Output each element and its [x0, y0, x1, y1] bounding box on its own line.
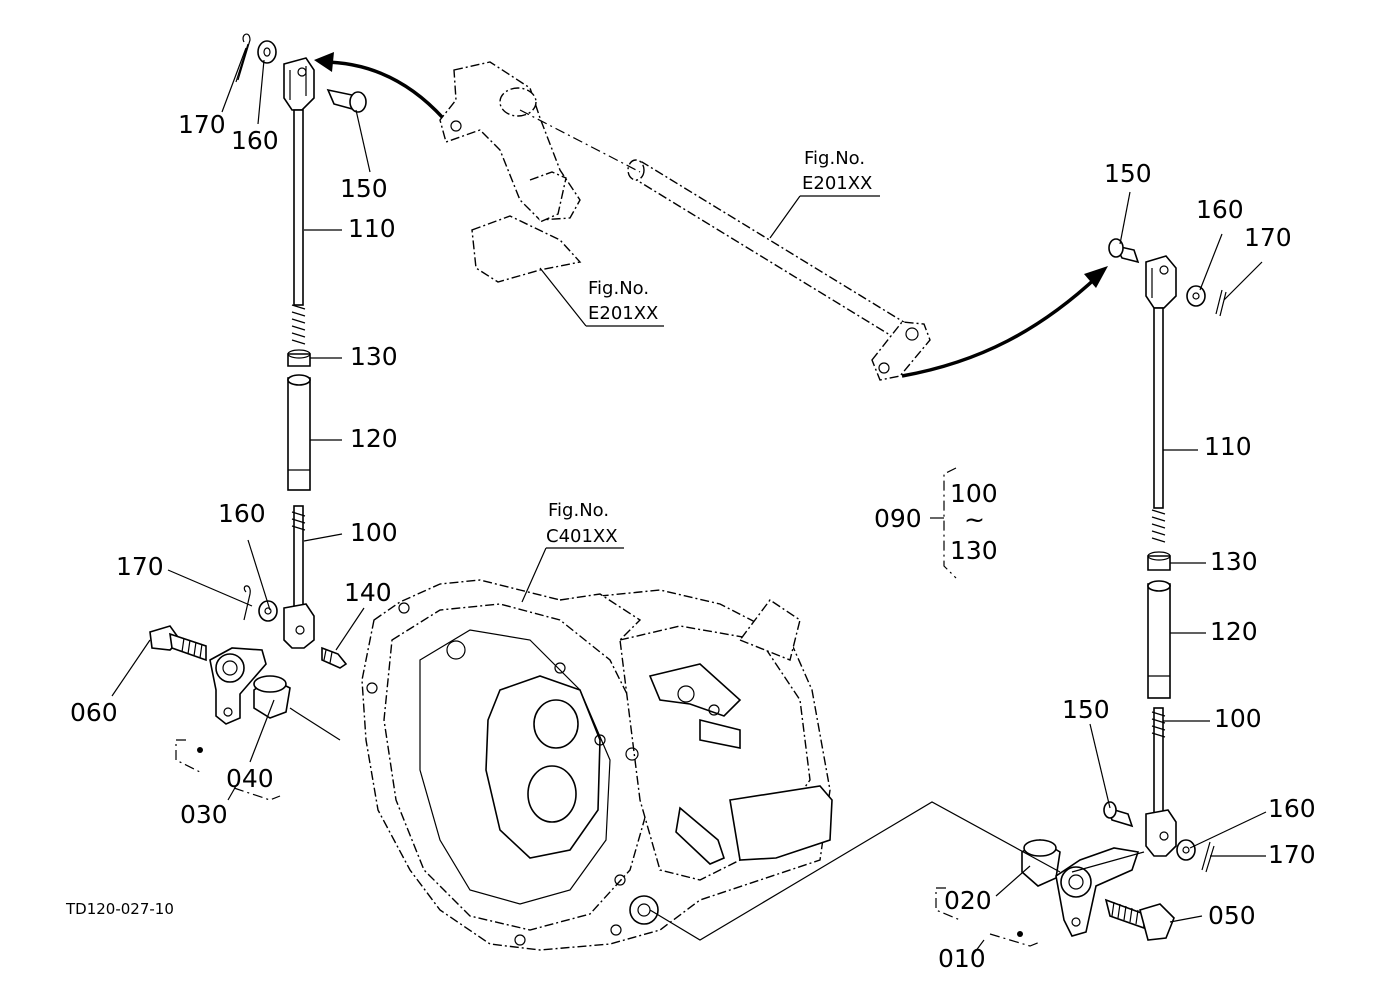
- callout-160-right-bottom: 160: [1268, 794, 1316, 823]
- document-code: TD120-027-10: [65, 900, 174, 918]
- range-separator: ~: [964, 505, 985, 534]
- callout-100-left: 100: [350, 518, 398, 547]
- callout-160-mid: 160: [218, 499, 266, 528]
- transmission-housing: [361, 579, 833, 951]
- turnbuckle-120-left: [287, 377, 311, 491]
- clevis-top-right: [1145, 255, 1177, 309]
- locknut-130-left: [287, 353, 311, 367]
- callout-120-left: 120: [350, 424, 398, 453]
- callout-110-left: 110: [348, 214, 396, 243]
- callout-100-right: 100: [1214, 704, 1262, 733]
- callout-020: 020: [944, 886, 992, 915]
- callout-150-top: 150: [340, 174, 388, 203]
- callout-170-right-top: 170: [1244, 223, 1292, 252]
- fig-ref-code-2: E201XX: [588, 303, 658, 324]
- fig-ref-code-3: C401XX: [546, 526, 618, 547]
- fig-ref-code-1: E201XX: [802, 173, 872, 194]
- cotter-pin-170-top: [235, 33, 251, 83]
- callout-040: 040: [226, 764, 274, 793]
- callout-130-right: 130: [1210, 547, 1258, 576]
- leader-lines: [111, 47, 1267, 957]
- callout-030: 030: [180, 800, 228, 829]
- figure-references: Fig.No. E201XX Fig.No. E201XX Fig.No. C4…: [546, 148, 872, 547]
- callout-110-right: 110: [1204, 432, 1252, 461]
- fig-ref-label-3: Fig.No.: [548, 500, 609, 521]
- callout-090: 090: [874, 504, 922, 533]
- callout-160-right-top: 160: [1196, 195, 1244, 224]
- range-bracket: [943, 467, 957, 579]
- arrow-left-link: [321, 60, 445, 120]
- fig-ref-label-1: Fig.No.: [804, 148, 865, 169]
- fig-ref-label-2: Fig.No.: [588, 278, 649, 299]
- callout-range-130: 130: [950, 536, 998, 565]
- callout-050: 050: [1208, 901, 1256, 930]
- washer-160-right-top: [1186, 285, 1206, 307]
- cotter-pin-170-mid: [243, 585, 251, 621]
- callout-160-top: 160: [231, 126, 279, 155]
- clevis-top-left: [283, 57, 315, 111]
- callout-170-mid: 170: [116, 552, 164, 581]
- callout-range-100: 100: [950, 479, 998, 508]
- pin-140: [321, 646, 348, 669]
- callout-labels: 170 160 150 110 130 120 160 100 170 140 …: [70, 110, 1316, 973]
- callout-170-top: 170: [178, 110, 226, 139]
- locknut-130-right: [1147, 555, 1171, 571]
- washer-160-top: [257, 40, 277, 64]
- cotter-pin-170-right-top: [1215, 289, 1227, 317]
- turnbuckle-120-right: [1147, 583, 1171, 699]
- rod-110-left: [293, 109, 304, 306]
- rod-110-right: [1153, 307, 1164, 509]
- washer-160-right-bottom: [1176, 839, 1196, 861]
- pedal-shaft-reference: [439, 61, 931, 381]
- cotter-pin-170-right-bottom: [1201, 841, 1215, 873]
- callout-130-left: 130: [350, 342, 398, 371]
- callout-140: 140: [344, 578, 392, 607]
- left-rod-assembly: [149, 33, 367, 801]
- callout-150-right-mid: 150: [1062, 695, 1110, 724]
- callout-170-right-bottom: 170: [1268, 840, 1316, 869]
- right-rod-assembly: [935, 238, 1227, 947]
- cross-shaft: [628, 161, 922, 347]
- rod-100-right: [1153, 707, 1164, 819]
- callout-060: 060: [70, 698, 118, 727]
- callout-150-right-top: 150: [1104, 159, 1152, 188]
- callout-010: 010: [938, 944, 986, 973]
- callout-120-right: 120: [1210, 617, 1258, 646]
- arrow-right-link: [901, 274, 1100, 378]
- washer-160-mid: [258, 600, 278, 622]
